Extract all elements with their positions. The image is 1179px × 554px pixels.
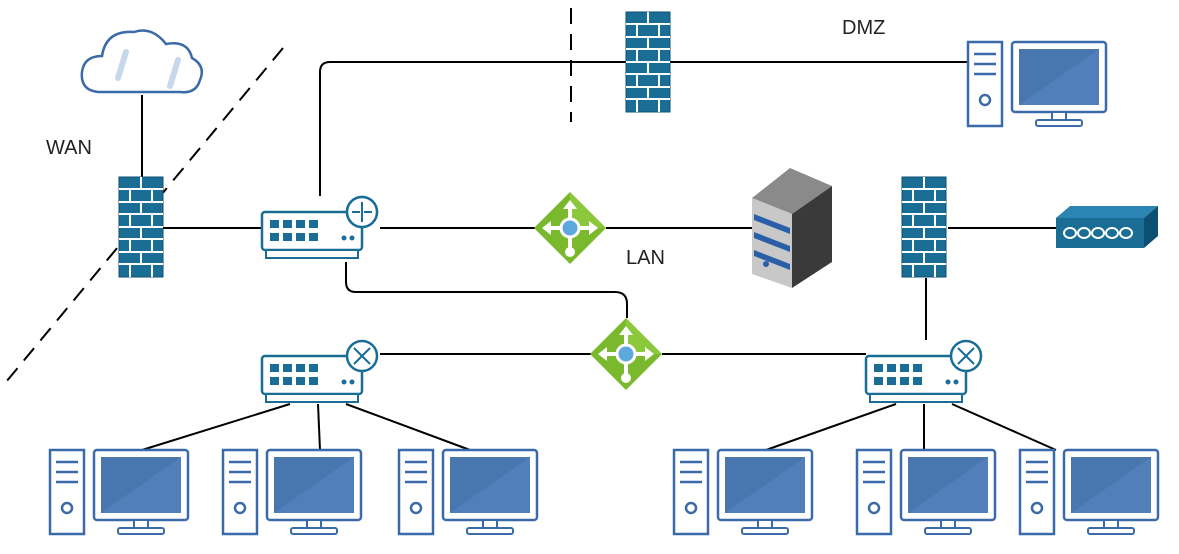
server-icon (752, 168, 832, 288)
cloud-icon (80, 29, 203, 94)
right-access-switch-icon (864, 339, 983, 404)
link-core-switch-lb2 (345, 262, 628, 318)
desktop-pc-icon (855, 448, 997, 536)
load-balancer-lower-icon (588, 316, 664, 392)
desktop-pc-icon (221, 448, 363, 536)
wan-firewall-icon (118, 176, 164, 278)
left-access-switch-icon (260, 339, 379, 404)
wan-label: WAN (46, 137, 92, 159)
desktop-pc-icon (48, 448, 190, 536)
link-core-switch-dmz-firewall (319, 61, 626, 196)
vpn-gateway-icon (1056, 206, 1158, 248)
lan-label: LAN (626, 247, 665, 269)
links (141, 61, 1057, 451)
desktop-pc-icon (1018, 448, 1160, 536)
dmz-desktop-pc-icon (966, 40, 1108, 128)
desktop-pc-icon (672, 448, 814, 536)
dmz-label: DMZ (842, 17, 885, 39)
desktop-pc-icon (397, 448, 539, 536)
dmz-firewall-icon (625, 11, 671, 113)
load-balancer-upper-icon (532, 190, 608, 266)
core-switch-badge-icon (345, 195, 379, 229)
lan-firewall-icon (901, 176, 947, 278)
